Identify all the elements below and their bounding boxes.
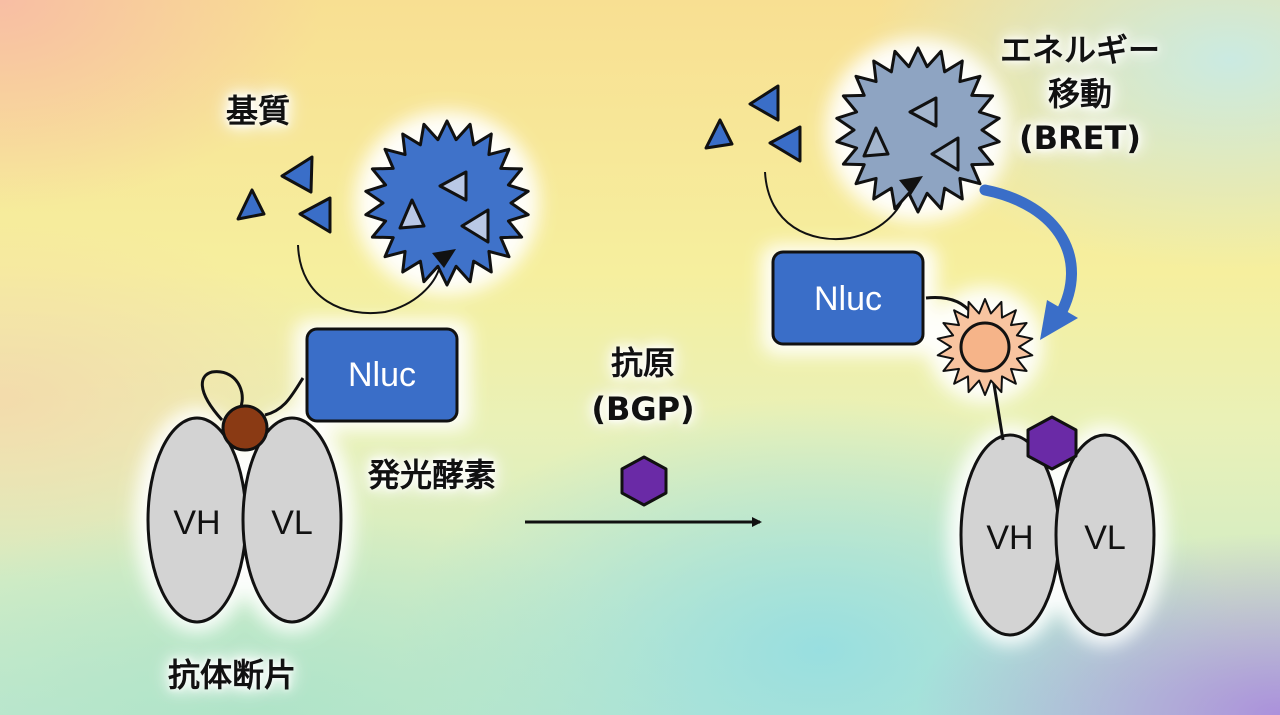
product-triangle: [438, 170, 468, 202]
bret-arrow: [979, 184, 1077, 321]
substrate-triangle: [236, 188, 266, 221]
energy-transfer-line1: エネルギー: [999, 31, 1160, 69]
antigen-label: 抗原 (BGP): [558, 340, 728, 432]
bound-antigen-hexagon: [1026, 415, 1078, 471]
substrate-triangle: [298, 196, 332, 234]
antigen-line1: 抗原: [610, 344, 675, 382]
left-linker: [200, 370, 244, 422]
product-triangle: [460, 208, 490, 244]
substrate-triangle: [768, 125, 802, 163]
energy-transfer-line2: 移動: [1047, 75, 1112, 113]
antigen-line2: (BGP): [591, 390, 695, 428]
substrate-triangle: [748, 84, 780, 122]
right-nluc-box: [771, 250, 925, 346]
antibody-fragment-label: 抗体断片: [168, 656, 297, 694]
substrate-label: 基質: [226, 92, 291, 130]
substrate-triangle: [704, 118, 734, 150]
middle-section: [525, 455, 762, 527]
right-vl-domain: [1054, 433, 1156, 637]
right-nluc-label: Nluc: [814, 280, 882, 318]
right-vl-label: VL: [1084, 519, 1126, 557]
left-dye-circle: [221, 404, 269, 452]
left-nluc-linker: [264, 377, 305, 417]
left-vh-label: VH: [173, 504, 220, 542]
left-complex: VH VL Nluc: [146, 119, 530, 624]
left-vl-label: VL: [271, 504, 313, 542]
left-nluc-box: [305, 327, 459, 423]
product-triangle: [930, 136, 960, 172]
right-complex: VH VL Nluc: [704, 46, 1156, 637]
luciferase-label: 発光酵素: [368, 456, 497, 494]
fluorophore-circle: [959, 321, 1011, 373]
reaction-arrowhead: [432, 249, 456, 268]
substrate-triangle: [280, 155, 314, 194]
reaction-arrowhead: [899, 176, 923, 195]
bret-arrowhead: [1040, 300, 1078, 340]
energy-transfer-line3: (BRET): [1019, 119, 1141, 157]
left-vl-domain: [241, 416, 343, 624]
antigen-hexagon: [620, 455, 668, 507]
left-reaction-arc: [297, 244, 441, 314]
product-triangle: [908, 96, 938, 128]
product-triangle: [398, 198, 426, 230]
left-nluc-label: Nluc: [348, 356, 416, 394]
right-vh-label: VH: [986, 519, 1033, 557]
product-triangle: [862, 126, 890, 158]
energy-transfer-label: エネルギー 移動 (BRET): [960, 28, 1200, 160]
right-reaction-arc: [764, 171, 906, 240]
active-light-burst: [364, 119, 530, 287]
